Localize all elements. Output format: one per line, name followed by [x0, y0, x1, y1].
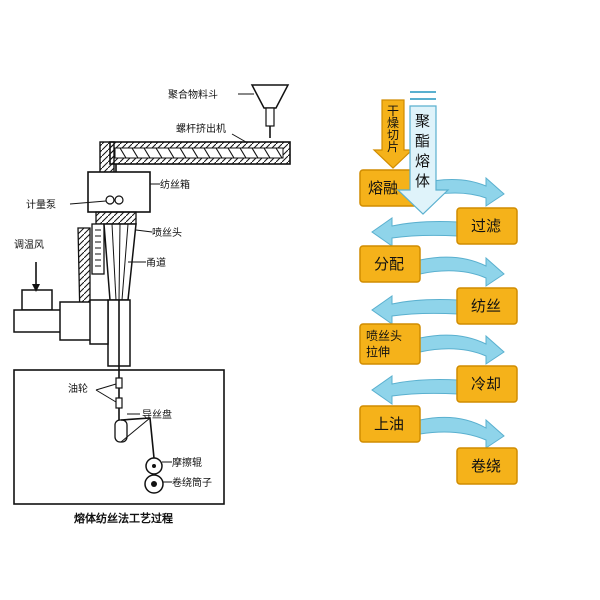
input-polyester-melt-arrow: 聚酯熔体 — [396, 91, 450, 215]
label-spinneret: 喷丝头 — [152, 227, 182, 239]
svg-text:纺丝: 纺丝 — [471, 297, 501, 315]
flow-arrow — [419, 334, 505, 365]
label-oil-wheel: 油轮 — [68, 382, 88, 395]
hopper — [250, 84, 290, 138]
flow-arrow — [371, 217, 459, 247]
input-dry-chip-arrow: 干燥切片 — [372, 99, 414, 169]
flow-arrow — [419, 416, 505, 449]
step-distribution: 分配 — [359, 245, 421, 283]
flow-arrow — [419, 256, 505, 287]
label-air: 调温风 — [14, 239, 44, 251]
label-winding-tube: 卷绕筒子 — [172, 476, 212, 489]
svg-text:卷绕: 卷绕 — [471, 457, 501, 475]
flow-arrows — [371, 176, 505, 449]
input-polyester-melt-label: 聚酯熔体 — [415, 112, 430, 190]
svg-text:熔融: 熔融 — [368, 179, 398, 197]
step-spinneret-drawing: 喷丝头 拉伸 — [359, 323, 421, 365]
svg-text:上油: 上油 — [374, 415, 404, 433]
label-hopper: 聚合物料斗 — [168, 88, 218, 101]
label-extruder: 螺杆挤出机 — [176, 122, 226, 135]
svg-text:过滤: 过滤 — [471, 217, 501, 235]
step-oiling: 上油 — [359, 405, 421, 443]
svg-text:喷丝头: 喷丝头 — [366, 329, 402, 343]
screw-extruder — [99, 141, 291, 175]
input-dry-chip-label: 干燥切片 — [387, 104, 399, 154]
label-meter-pump: 计量泵 — [26, 198, 56, 211]
oil-wheel-1 — [115, 377, 123, 389]
label-channel: 甬道 — [146, 256, 166, 269]
oil-wheel-2 — [115, 397, 123, 409]
step-cooling: 冷却 — [456, 365, 518, 403]
step-filtration: 过滤 — [456, 207, 518, 245]
step-melting: 熔融 — [359, 169, 419, 207]
label-spin-box: 纺丝箱 — [160, 178, 190, 191]
flow-arrow — [371, 295, 459, 325]
diagram-caption: 熔体纺丝法工艺过程 — [74, 511, 173, 525]
svg-text:拉伸: 拉伸 — [366, 344, 390, 359]
guide-disc — [114, 417, 155, 459]
flow-arrow — [371, 375, 459, 405]
spinning-channel — [103, 223, 137, 367]
svg-text:分配: 分配 — [374, 255, 404, 273]
melt-spinning-apparatus: 聚合物料斗 螺杆挤出机 纺丝箱 计量泵 喷丝头 — [13, 84, 291, 525]
spin-box — [87, 171, 151, 213]
spinneret — [91, 211, 137, 275]
air-duct — [13, 227, 109, 345]
step-winding: 卷绕 — [456, 447, 518, 485]
label-guide-disc: 导丝盘 — [142, 408, 172, 421]
step-spinning: 纺丝 — [456, 287, 518, 325]
svg-text:冷却: 冷却 — [471, 375, 501, 393]
label-friction-roll: 摩擦辊 — [172, 456, 202, 469]
process-flow: 熔融 过滤 分配 纺丝 喷丝头 拉伸 冷却 上油 — [359, 91, 518, 485]
